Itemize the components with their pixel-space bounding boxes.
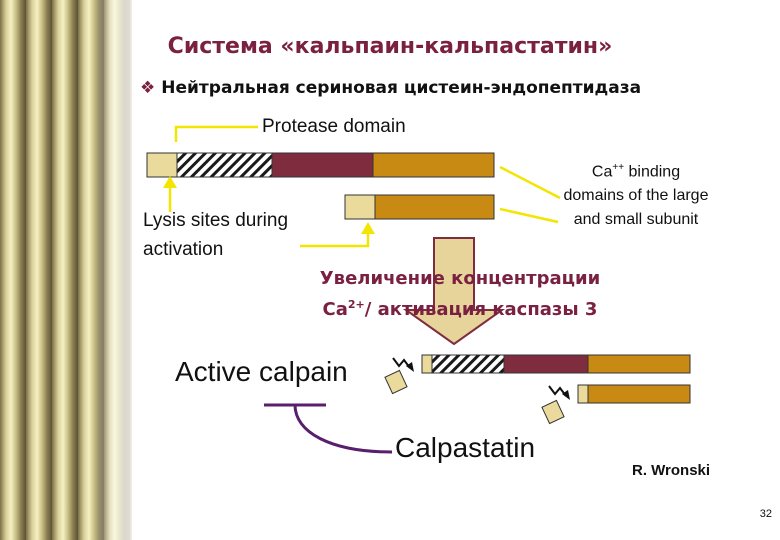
- ca-callout-line-top: [499, 165, 561, 200]
- activation-big-arrow: [402, 237, 506, 346]
- large-subunit-protease-hatched: [176, 152, 273, 178]
- cleaved-fragment-small: [541, 399, 565, 425]
- stripe-fade: [0, 0, 132, 540]
- active-calpain-label: Active calpain: [175, 356, 348, 387]
- calpastatin-connector: [293, 404, 393, 454]
- cleavage-zigzag-icon-1: [392, 357, 411, 369]
- lysis-arrow-right-line: [300, 232, 370, 248]
- cleavage-zigzag-head-2: [562, 390, 570, 400]
- active-small-gold: [587, 384, 691, 404]
- protease-domain-bracket: [174, 125, 258, 142]
- active-large-gold: [587, 354, 691, 374]
- page-number: 32: [759, 508, 772, 520]
- cleavage-zigzag-icon-2: [548, 385, 567, 397]
- bullet-text: Нейтральная сериновая цистеин-эндопептид…: [161, 78, 642, 98]
- lysis-arrow-left-head: [163, 176, 177, 188]
- activation-caption: Увеличение концентрации Ca2+/ активация …: [260, 266, 660, 323]
- activation-caption-line1: Увеличение концентрации: [319, 268, 601, 289]
- lysis-arrow-right-head: [361, 222, 375, 234]
- active-large-maroon: [503, 354, 589, 374]
- author-credit: R. Wronski: [632, 462, 711, 479]
- active-large-hatched: [431, 354, 505, 374]
- slide-title: Система «кальпаин-кальпастатин»: [167, 34, 613, 59]
- cleavage-zigzag-head-1: [406, 362, 414, 372]
- large-subunit-n-terminal: [146, 152, 178, 178]
- small-subunit-ca-binding: [374, 194, 495, 220]
- lysis-sites-label: Lysis sites during activation: [143, 210, 289, 260]
- cleaved-fragment-large: [384, 369, 408, 395]
- protease-domain-label: Protease domain: [262, 116, 406, 137]
- calpastatin-label: Calpastatin: [395, 432, 536, 463]
- small-subunit-n-terminal: [344, 194, 376, 220]
- ca-callout-line-bottom: [499, 207, 559, 224]
- ca-binding-label: Ca++ binding domains of the large and sm…: [563, 162, 709, 229]
- bullet-line: ❖Нейтральная сериновая цистеин-эндопепти…: [140, 78, 641, 98]
- active-small-n-stub: [577, 384, 589, 404]
- diamond-bullet-icon: ❖: [140, 78, 156, 98]
- large-subunit-ca-binding: [372, 152, 495, 178]
- active-large-n-stub: [421, 354, 433, 374]
- large-subunit-maroon-domain: [271, 152, 374, 178]
- activation-caption-line2: Ca2+/ активация каспазы 3: [322, 298, 598, 320]
